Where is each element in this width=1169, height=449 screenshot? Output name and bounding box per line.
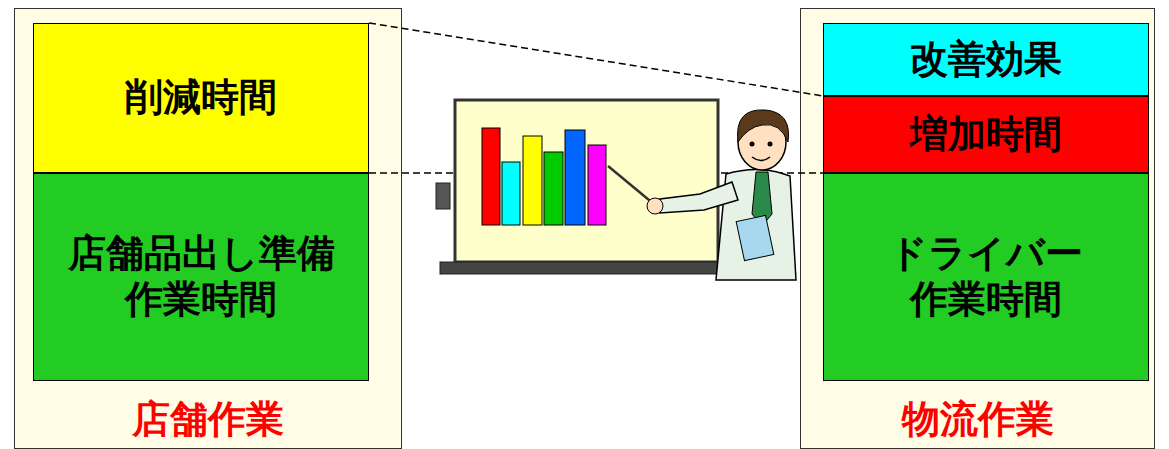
chart-board <box>455 100 718 262</box>
pointer-stick <box>608 166 655 205</box>
presenter-eye <box>750 142 755 147</box>
chart-bar <box>544 152 563 225</box>
presenter-hair <box>738 110 789 142</box>
chart-bar <box>588 145 606 225</box>
time-block: 増加時間 <box>823 96 1149 173</box>
panel-title: 物流作業 <box>801 397 1154 443</box>
block-label: 店舗品出し準備 作業時間 <box>40 231 362 322</box>
easel-stub <box>436 183 450 209</box>
easel-tray <box>440 262 722 274</box>
block-label: 削減時間 <box>125 75 277 121</box>
presenter-hand <box>647 198 663 214</box>
work-panel: 削減時間店舗品出し準備 作業時間店舗作業 <box>14 8 402 449</box>
presenter-arm <box>660 182 738 213</box>
chart-bar <box>502 162 520 225</box>
chart-bar <box>523 136 542 225</box>
dashed-connector <box>369 23 823 96</box>
chart-bar <box>482 128 500 225</box>
clipboard <box>736 215 774 260</box>
work-panel: 改善効果増加時間ドライバー 作業時間物流作業 <box>800 8 1155 449</box>
chart-bar <box>565 130 585 225</box>
presenter-mouth <box>752 157 770 161</box>
time-block: 削減時間 <box>33 23 369 173</box>
block-label: 増加時間 <box>910 112 1062 158</box>
time-block: ドライバー 作業時間 <box>823 173 1149 381</box>
block-label: 改善効果 <box>910 37 1062 83</box>
time-block: 店舗品出し準備 作業時間 <box>33 173 369 381</box>
panel-title: 店舗作業 <box>15 397 401 443</box>
block-label: ドライバー 作業時間 <box>830 231 1142 322</box>
time-block: 改善効果 <box>823 23 1149 96</box>
presenter-eye <box>768 142 773 147</box>
